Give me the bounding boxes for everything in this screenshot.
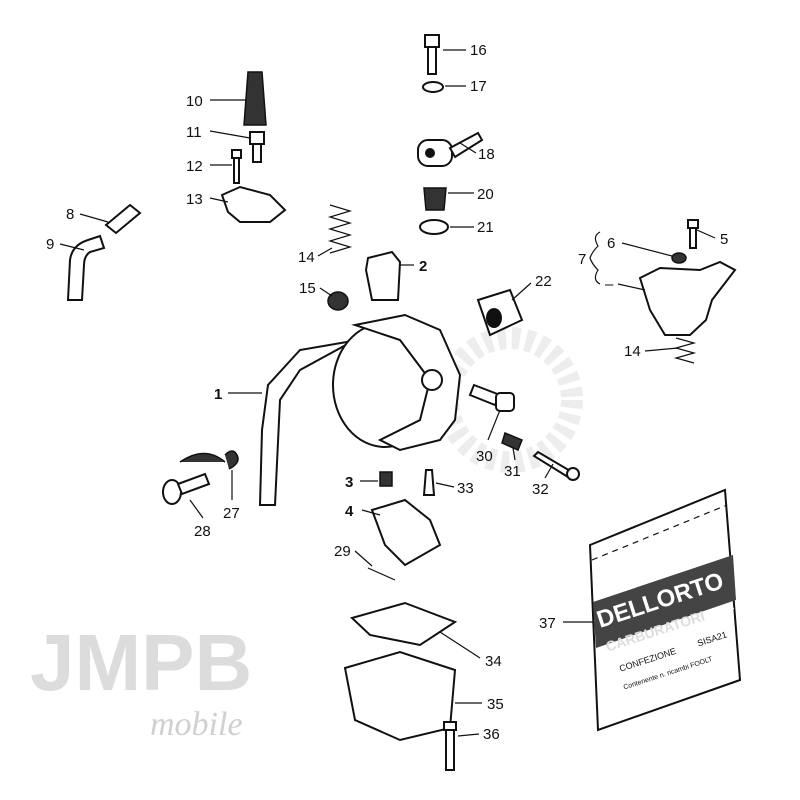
part-28-screw <box>162 472 211 505</box>
part-27-spring <box>179 450 239 470</box>
callout-4: 4 <box>345 503 354 520</box>
callout-14: 14 <box>298 249 315 266</box>
callout-35: 35 <box>487 696 504 713</box>
part-4-float <box>370 498 442 567</box>
part-34-gasket <box>350 601 458 647</box>
callout-30: 30 <box>476 448 493 465</box>
callout-36: 36 <box>483 726 500 743</box>
callout-5: 5 <box>720 231 728 248</box>
part-7-choke <box>638 260 737 336</box>
callout-33: 33 <box>457 480 474 497</box>
carb-port <box>421 369 443 391</box>
callout-2: 2 <box>419 258 427 275</box>
part-11-adjuster <box>249 131 265 163</box>
part-2-slide <box>364 250 402 301</box>
part-6-nut <box>671 252 687 264</box>
callout-20: 20 <box>477 186 494 203</box>
callout-32: 32 <box>532 481 549 498</box>
callout-8: 8 <box>66 206 74 223</box>
part-31-spring <box>501 431 523 451</box>
callout-21: 21 <box>477 219 494 236</box>
part-12-screw <box>231 149 242 184</box>
part-30-jet-holder <box>468 383 515 412</box>
callout-29: 29 <box>334 543 351 560</box>
callout-dash: – <box>605 276 614 293</box>
watermark-brand: JMPB <box>30 618 252 707</box>
callout-11: 11 <box>186 124 202 141</box>
callout-22: 22 <box>535 273 552 290</box>
callout-18: 18 <box>478 146 495 163</box>
callout-31: 31 <box>504 463 521 480</box>
callout-9: 9 <box>46 236 54 253</box>
part-3-jet <box>379 471 393 487</box>
part-17-washer <box>422 81 444 93</box>
part-14-spring-b <box>673 337 697 364</box>
watermark-sub: mobile <box>150 706 243 743</box>
callout-1: 1 <box>214 386 222 403</box>
callout-6: 6 <box>607 235 615 252</box>
watermark: JMPB mobile <box>30 618 252 743</box>
part-18-banjo <box>417 131 484 167</box>
callout-27: 27 <box>223 505 240 522</box>
part-21-washer <box>419 219 449 235</box>
part-29-pin <box>367 567 396 581</box>
part-5-screw <box>687 219 699 249</box>
callout-12: 12 <box>186 158 203 175</box>
part-36-screw <box>443 721 457 771</box>
leader-lines <box>59 49 716 737</box>
callout-14b: 14 <box>624 343 641 360</box>
callout-16: 16 <box>470 42 487 59</box>
callout-28: 28 <box>194 523 211 540</box>
part-22-bore <box>486 308 502 328</box>
part-15-nut <box>327 291 349 311</box>
part-14-spring <box>327 204 353 254</box>
part-8-fitting <box>104 203 142 235</box>
part-35-bowl <box>343 650 457 742</box>
part-32-head <box>566 467 580 481</box>
callout-37: 37 <box>539 615 556 632</box>
part-20-nut <box>423 187 447 211</box>
callout-7: 7 <box>578 251 586 268</box>
callout-15: 15 <box>299 280 316 297</box>
callout-13: 13 <box>186 191 203 208</box>
watermark-gear <box>437 327 583 473</box>
part-9-hose <box>66 234 106 301</box>
part-33-needle <box>422 469 436 496</box>
callout-3: 3 <box>345 474 353 491</box>
part-10-boot <box>243 71 267 126</box>
callout-labels: 16 17 10 11 18 12 13 20 8 21 9 6 5 14 2 … <box>46 42 728 743</box>
bag-badge-text: MC <box>719 602 736 616</box>
callout-10: 10 <box>186 93 203 110</box>
callout-34: 34 <box>485 653 502 670</box>
part-16-screw <box>424 34 440 75</box>
part-37-parts-bag: DELLORTO CARBURATORI MC CONFEZIONE SISA2… <box>588 488 742 732</box>
callout-17: 17 <box>470 78 487 95</box>
part-13-cover <box>220 185 287 223</box>
